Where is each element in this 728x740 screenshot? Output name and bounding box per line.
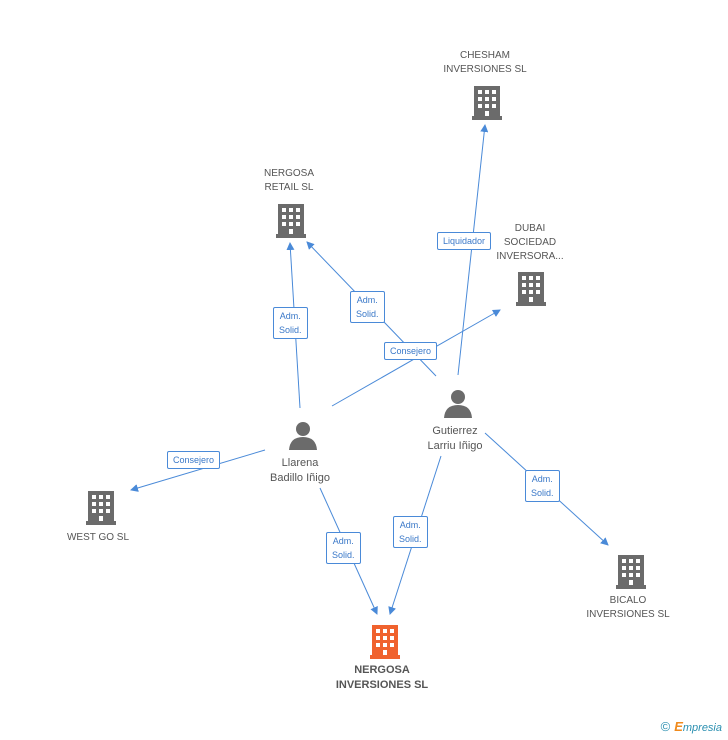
person-icon[interactable] — [444, 390, 472, 418]
edge-label-line: Consejero — [390, 346, 432, 356]
icons — [86, 86, 646, 659]
building-icon[interactable] — [516, 272, 546, 306]
edge-label-adm-solid-gutierrez-main[interactable]: Adm. Solid. — [393, 516, 428, 548]
label-line: INVERSORA... — [496, 251, 564, 262]
label-line: Badillo Iñigo — [270, 472, 330, 484]
edge-label-line: Adm. — [399, 520, 421, 530]
label-line: INVERSIONES SL — [586, 609, 670, 620]
edge-llarena-westgo — [130, 449, 266, 492]
edge-label-line: Solid. — [399, 534, 422, 544]
node-label-chesham[interactable]: CHESHAM INVERSIONES SL — [430, 49, 540, 77]
edge-gutierrez-chesham — [457, 124, 489, 376]
node-label-nergosa-retail[interactable]: NERGOSA RETAIL SL — [234, 167, 344, 195]
node-label-gutierrez[interactable]: Gutierrez Larriu Iñigo — [400, 424, 510, 454]
edge-label-line: Consejero — [173, 455, 215, 465]
edge-label-line: Liquidador — [443, 236, 486, 246]
edge-label-adm-solid-bicalo[interactable]: Adm. Solid. — [525, 470, 560, 502]
copyright-icon: © — [660, 719, 671, 734]
label-line: RETAIL SL — [264, 182, 314, 193]
building-icon[interactable] — [86, 491, 116, 525]
edge-label-line: Solid. — [356, 309, 379, 319]
label-line: Llarena — [281, 457, 319, 469]
edge-label-line: Solid. — [279, 325, 302, 335]
edge-label-line: Adm. — [279, 311, 301, 321]
label-line: DUBAI — [514, 223, 546, 234]
brand-footer[interactable]: ©Empresia — [661, 719, 722, 734]
node-label-llarena[interactable]: Llarena Badillo Iñigo — [245, 456, 355, 486]
edge-label-adm-solid-gutierrez-retail[interactable]: Adm. Solid. — [350, 291, 385, 323]
edge-label-consejero-westgo[interactable]: Consejero — [167, 451, 221, 469]
edge-label-line: Adm. — [332, 536, 354, 546]
label-line: BICALO — [609, 595, 647, 606]
label-line: SOCIEDAD — [503, 237, 557, 248]
edge-label-consejero-dubai[interactable]: Consejero — [384, 342, 438, 360]
edge-label-liquidador[interactable]: Liquidador — [437, 232, 492, 250]
label-line: INVERSIONES SL — [335, 679, 429, 691]
label-line: Larriu Iñigo — [427, 440, 483, 452]
label-line: NERGOSA — [263, 168, 314, 179]
edges — [130, 124, 609, 615]
building-icon[interactable] — [370, 625, 400, 659]
label-line: CHESHAM — [459, 50, 510, 61]
label-line: NERGOSA — [354, 664, 410, 676]
node-label-bicalo[interactable]: BICALO INVERSIONES SL — [573, 594, 683, 622]
label-line: Gutierrez — [432, 425, 478, 437]
label-line: INVERSIONES SL — [443, 64, 527, 75]
edge-label-line: Adm. — [531, 474, 553, 484]
building-icon[interactable] — [276, 204, 306, 238]
edge-label-adm-solid-llarena-main[interactable]: Adm. Solid. — [326, 532, 361, 564]
edge-label-adm-solid-llarena-retail[interactable]: Adm. Solid. — [273, 307, 308, 339]
building-icon[interactable] — [616, 555, 646, 589]
edge-label-line: Solid. — [531, 488, 554, 498]
edge-label-line: Solid. — [332, 550, 355, 560]
label-line: WEST GO SL — [66, 532, 130, 543]
edge-label-line: Adm. — [356, 295, 378, 305]
building-icon[interactable] — [472, 86, 502, 120]
node-label-west-go[interactable]: WEST GO SL — [43, 531, 153, 545]
node-label-dubai[interactable]: DUBAI SOCIEDAD INVERSORA... — [475, 222, 585, 264]
brand-logo-initial: E — [674, 719, 683, 734]
person-icon[interactable] — [289, 422, 317, 450]
brand-logo-text: mpresia — [682, 722, 722, 734]
node-label-nergosa-inversiones[interactable]: NERGOSA INVERSIONES SL — [322, 663, 442, 693]
